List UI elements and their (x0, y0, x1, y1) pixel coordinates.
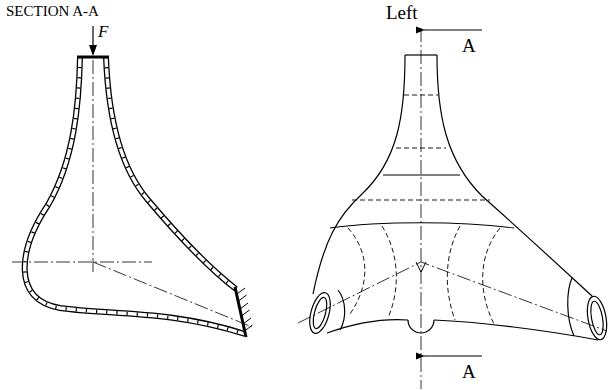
shell-wall (25, 57, 245, 334)
bottom-dome (408, 320, 434, 333)
section-letter: A (462, 362, 476, 381)
section-line (330, 223, 514, 228)
wall-hatch (25, 57, 245, 334)
center-line (93, 60, 94, 272)
force-arrowhead (89, 45, 97, 56)
hidden-line (404, 95, 438, 96)
hidden-lines (348, 95, 500, 324)
tripod-outline (306, 55, 609, 341)
center-lines (298, 28, 607, 389)
section-line (383, 174, 460, 175)
view-arrow (424, 29, 482, 30)
center-line (421, 28, 422, 389)
support-hatch (245, 325, 253, 331)
hidden-line (483, 228, 500, 324)
view-arrow (424, 355, 482, 356)
center-line (12, 262, 152, 263)
center-lines (12, 60, 252, 327)
wall-hatch (106, 57, 236, 289)
hidden-line (348, 228, 365, 314)
support-hatch (242, 310, 250, 316)
hidden-line (382, 226, 396, 318)
view-title: Left (386, 3, 418, 22)
pipe-end (306, 290, 334, 335)
pipe-bore (589, 300, 606, 335)
fixed-support (237, 288, 253, 331)
end-cap (235, 287, 246, 337)
support-hatch (240, 303, 248, 309)
section-letter: A (462, 36, 476, 55)
shell-wall (25, 57, 245, 334)
hidden-line (396, 148, 446, 149)
shell-wall (106, 57, 236, 289)
outline (405, 54, 437, 55)
outline (434, 320, 598, 340)
outline (437, 55, 592, 296)
outline (327, 320, 408, 333)
hidden-line (352, 200, 490, 201)
pipe-end (584, 295, 609, 341)
shell-wall (25, 57, 245, 334)
hidden-line (447, 226, 460, 320)
support-hatch (237, 288, 245, 294)
pipe-bore (311, 296, 330, 330)
shell-wall (106, 57, 236, 289)
support-hatch (239, 295, 247, 301)
support-hatch (243, 318, 251, 324)
taper-line (568, 278, 574, 336)
taper-line (338, 290, 345, 330)
force-symbol: F (98, 23, 108, 40)
center-mark (416, 262, 426, 272)
view-title: SECTION A-A (6, 4, 99, 19)
